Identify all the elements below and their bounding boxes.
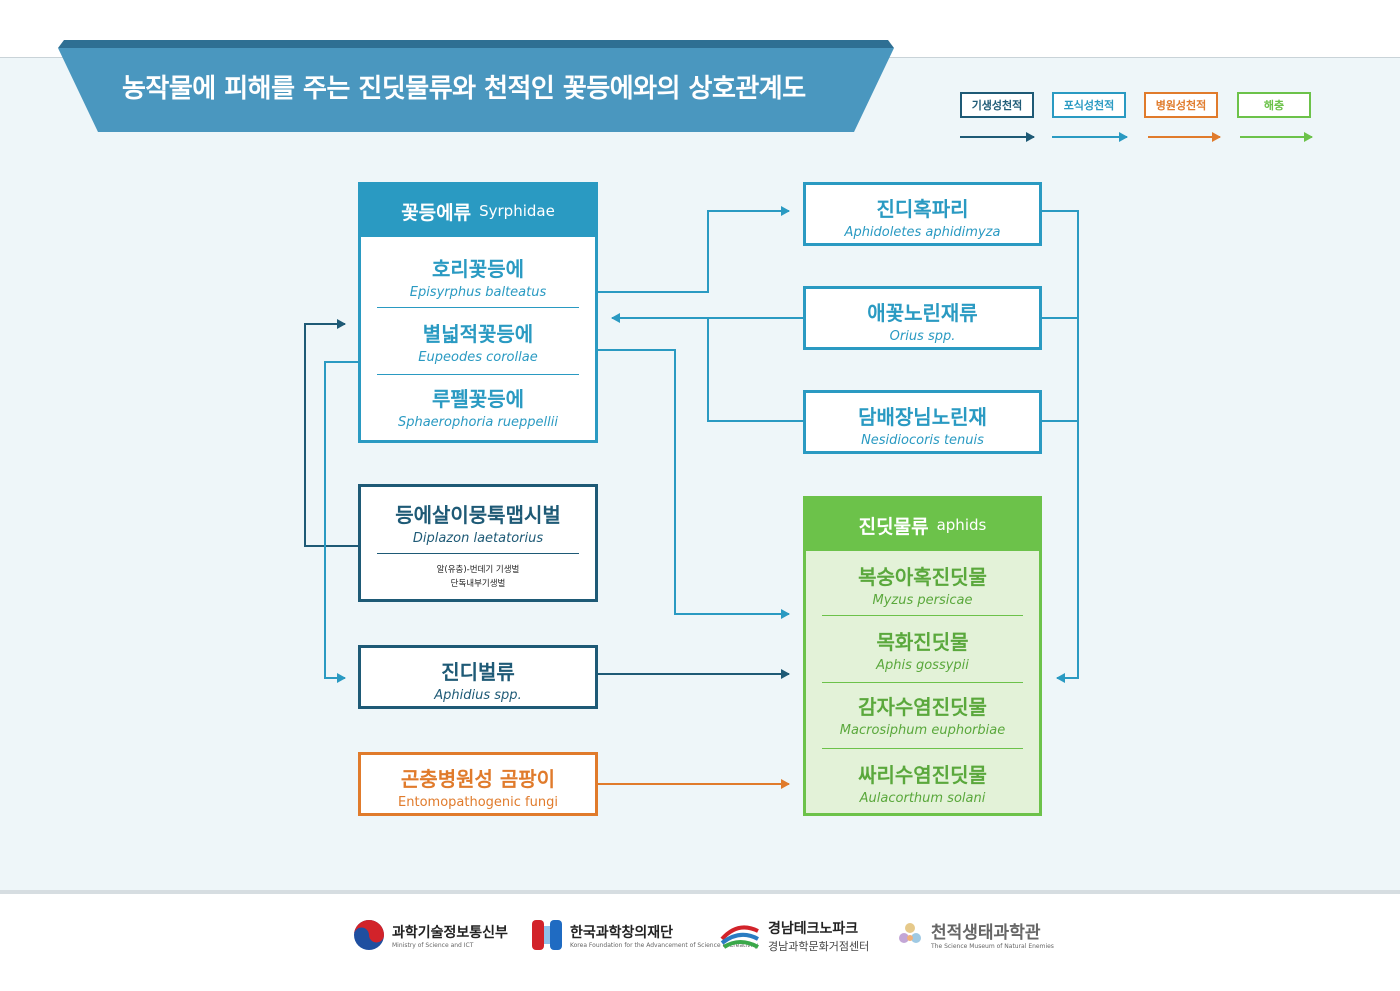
- divider: [822, 615, 1023, 616]
- syrphidae-title-sci: Syrphidae: [479, 202, 555, 220]
- aphidoletes-box: 진디혹파리 Aphidoletes aphidimyza: [803, 182, 1042, 246]
- logo-kofac: 한국과학창의재단 Korea Foundation for the Advanc…: [530, 918, 758, 952]
- arrow-diplazon-syrphidae: [304, 319, 358, 547]
- aphidius-box: 진디벌류 Aphidius spp.: [358, 645, 598, 709]
- orius-entry: 애꽃노린재류 Orius spp.: [806, 297, 1039, 344]
- footer-divider: [0, 890, 1400, 894]
- gntp-icon: [720, 925, 759, 949]
- logo-msit: 과학기술정보통신부 Ministry of Science and ICT: [352, 918, 508, 952]
- species-name-sci: Aphis gossypii: [876, 658, 969, 673]
- nesidiocoris-box: 담배장님노린재 Nesidiocoris tenuis: [803, 390, 1042, 454]
- legend-pest: 해충: [1237, 92, 1311, 118]
- species-name-ko: 진디혹파리: [876, 197, 969, 221]
- taegeuk-icon: [354, 920, 384, 950]
- logo-sub: Ministry of Science and ICT: [392, 941, 474, 949]
- aphidius-entry: 진디벌류 Aphidius spp.: [361, 656, 595, 703]
- note-line: 알(유충)-번데기 기생벌: [436, 565, 520, 575]
- species-name-sci: Nesidiocoris tenuis: [861, 433, 984, 448]
- diplazon-note: 알(유충)-번데기 기생벌 단독내부기생벌: [361, 563, 595, 591]
- species-name-sci: Episyrphus balteatus: [409, 285, 547, 300]
- logo-name: 한국과학창의재단: [570, 924, 674, 941]
- species-name-ko: 호리꽃등에: [432, 257, 524, 281]
- species-name-sci: Aphidoletes aphidimyza: [844, 225, 1001, 240]
- aphid-item: 목화진딧물 Aphis gossypii: [806, 626, 1039, 673]
- logo-name: 경남테크노파크: [768, 921, 859, 937]
- divider: [377, 307, 579, 308]
- aphidoletes-entry: 진디혹파리 Aphidoletes aphidimyza: [806, 193, 1039, 240]
- syrphidae-group: 꽃등에류 Syrphidae 호리꽃등에 Episyrphus balteatu…: [358, 182, 598, 443]
- aphid-item: 복숭아혹진딧물 Myzus persicae: [806, 561, 1039, 608]
- background-band: [0, 57, 1400, 891]
- syrphid-item: 루펠꽃등에 Sphaerophoria rueppellii: [361, 383, 595, 430]
- kofac-icon: [532, 920, 562, 950]
- legend-predatory: 포식성천적: [1052, 92, 1126, 118]
- species-name-sci: Macrosiphum euphorbiae: [839, 723, 1006, 738]
- logo-sub: Korea Foundation for the Advancement of …: [570, 941, 759, 949]
- syrphid-item: 호리꽃등에 Episyrphus balteatus: [361, 253, 595, 300]
- divider: [377, 553, 579, 554]
- species-name-ko: 진디벌류: [441, 660, 515, 684]
- species-name-ko: 등에살이뭉툭맵시벌: [395, 503, 561, 527]
- species-name-sci: Eupeodes corollae: [418, 350, 538, 365]
- arrow-predators-aphids: [1042, 210, 1079, 683]
- divider: [822, 682, 1023, 683]
- species-name-sci: Sphaerophoria rueppellii: [397, 415, 559, 430]
- aphids-group: 진딧물류 aphids 복숭아혹진딧물 Myzus persicae 목화진딧물…: [803, 496, 1042, 816]
- logo-name: 천적생태과학관: [931, 923, 1041, 943]
- species-name-ko: 별넓적꽃등에: [422, 322, 534, 346]
- species-name-ko: 애꽃노린재류: [867, 301, 978, 325]
- logo-museum: 천적생태과학관 The Science Museum of Natural En…: [895, 918, 1054, 950]
- title-banner: [58, 40, 894, 132]
- divider: [822, 748, 1023, 749]
- species-name-ko: 감자수염진딧물: [858, 695, 987, 719]
- logo-name: 과학기술정보통신부: [392, 924, 508, 941]
- species-name-ko: 곤충병원성 곰팡이: [400, 767, 556, 791]
- orius-box: 애꽃노린재류 Orius spp.: [803, 286, 1042, 350]
- fungi-box: 곤충병원성 곰팡이 Entomopathogenic fungi: [358, 752, 598, 816]
- legend-pathogenic: 병원성천적: [1144, 92, 1218, 118]
- species-name-ko: 복숭아혹진딧물: [858, 565, 987, 589]
- species-name-sci: Diplazon laetatorius: [412, 531, 544, 546]
- species-name-ko: 싸리수염진딧물: [858, 763, 987, 787]
- line-nesidiocoris-join: [707, 318, 803, 422]
- arrow-syrphidae-aphidoletes: [598, 206, 790, 293]
- note-line: 단독내부기생벌: [450, 579, 506, 589]
- divider: [377, 374, 579, 375]
- diplazon-entry: 등에살이뭉툭맵시벌 Diplazon laetatorius: [361, 499, 595, 546]
- page-title: 농작물에 피해를 주는 진딧물류와 천적인 꽃등에와의 상호관계도: [122, 74, 806, 104]
- aphid-item: 감자수염진딧물 Macrosiphum euphorbiae: [806, 691, 1039, 738]
- syrphidae-title-ko: 꽃등에류: [401, 201, 472, 224]
- species-name-ko: 담배장님노린재: [858, 405, 987, 429]
- hexagon-cluster-icon: [899, 923, 921, 943]
- diplazon-box: 등에살이뭉툭맵시벌 Diplazon laetatorius 알(유충)-번데기…: [358, 484, 598, 602]
- arrow-syrphidae-aphids: [598, 349, 790, 619]
- species-name-sci: Aphidius spp.: [434, 688, 522, 703]
- aphids-header: 진딧물류 aphids: [806, 499, 1039, 551]
- species-name-ko: 루펠꽃등에: [432, 387, 524, 411]
- syrphid-item: 별넓적꽃등에 Eupeodes corollae: [361, 318, 595, 365]
- logo-gntp: 경남테크노파크 경남과학문화거점센터: [718, 918, 869, 954]
- species-name-sci: Aulacorthum solani: [859, 791, 986, 806]
- nesidiocoris-entry: 담배장님노린재 Nesidiocoris tenuis: [806, 401, 1039, 448]
- species-name-ko: 목화진딧물: [876, 630, 969, 654]
- species-name-sci: Orius spp.: [889, 329, 956, 344]
- species-name-sci: Entomopathogenic fungi: [398, 795, 558, 810]
- syrphidae-header: 꽃등에류 Syrphidae: [361, 185, 595, 237]
- aphids-title-sci: aphids: [936, 516, 987, 534]
- aphids-title-ko: 진딧물류: [858, 515, 929, 538]
- legend-parasitic: 기생성천적: [960, 92, 1034, 118]
- logo-sub: The Science Museum of Natural Enemies: [931, 943, 1054, 950]
- aphid-item: 싸리수염진딧물 Aulacorthum solani: [806, 759, 1039, 806]
- logo-sub: 경남과학문화거점센터: [768, 940, 870, 953]
- fungi-entry: 곤충병원성 곰팡이 Entomopathogenic fungi: [361, 763, 595, 810]
- species-name-sci: Myzus persicae: [872, 593, 973, 608]
- arrow-syrphidae-aphidius: [324, 361, 358, 683]
